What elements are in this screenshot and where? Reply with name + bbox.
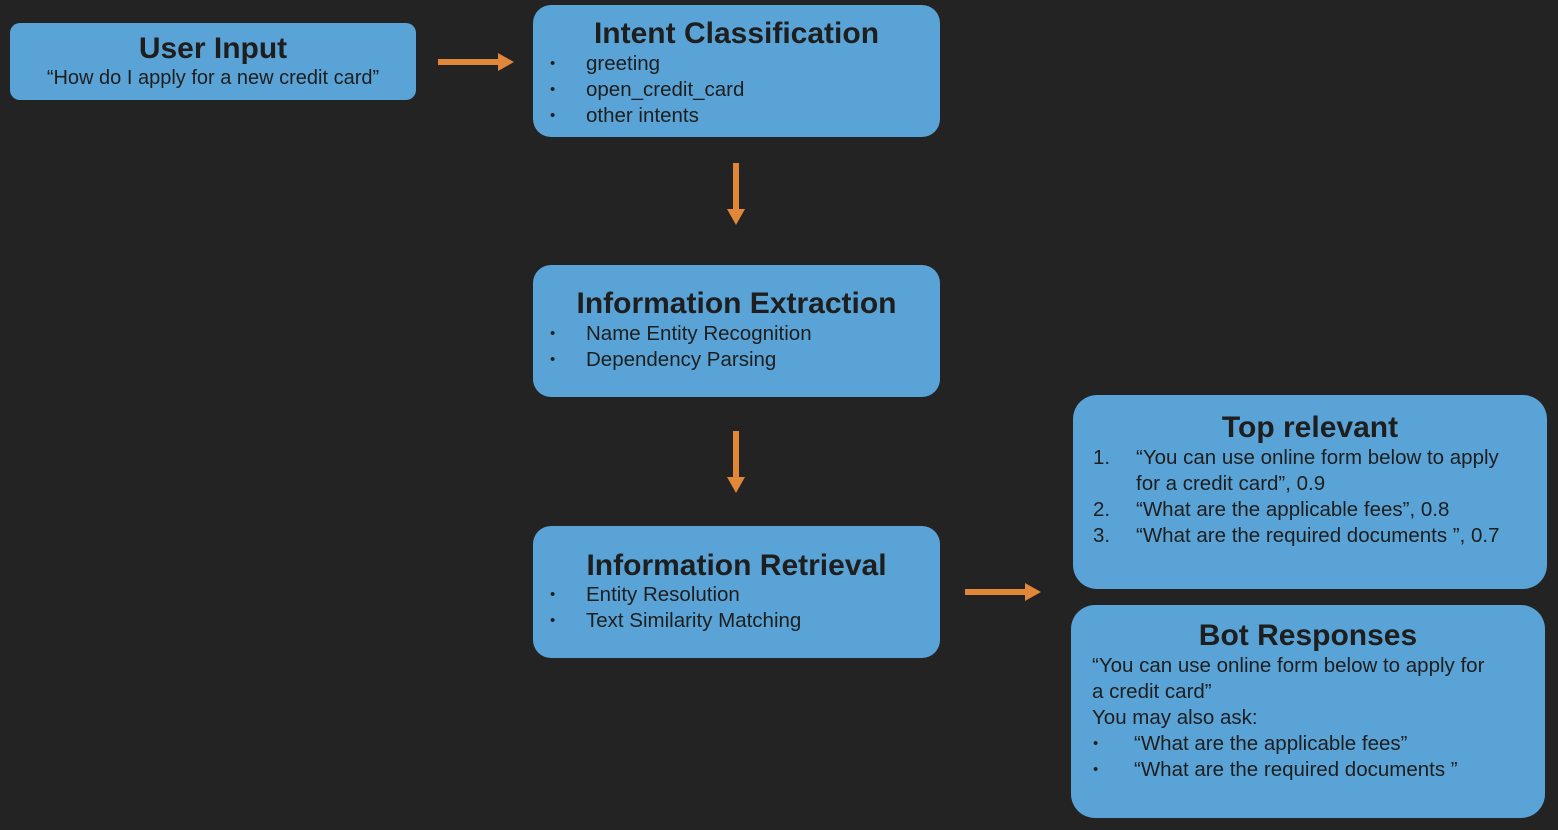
suggestion-item-label: “What are the required documents ” [1134, 758, 1458, 781]
bot-response-text: a credit card” [1092, 680, 1212, 703]
extraction-list: • Name Entity Recognition • Dependency Par… [533, 321, 940, 373]
bullet-icon: • [550, 107, 556, 124]
list-item: • Dependency Parsing [533, 347, 940, 373]
information-extraction-box: Information Extraction • Name Entity Reco… [533, 265, 940, 397]
list-item: 3. “What are the required documents ”, 0… [1073, 523, 1547, 549]
arrow-down-icon [727, 431, 745, 493]
top-relevant-item-text: “You can use online form below to apply [1136, 446, 1499, 469]
bullet-icon: • [1093, 761, 1099, 778]
extraction-item-label: Name Entity Recognition [586, 322, 812, 345]
bullet-icon: • [550, 55, 556, 72]
arrow-down-icon [727, 163, 745, 225]
top-relevant-box: Top relevant 1. “You can use online form… [1073, 395, 1547, 589]
list-item: • Entity Resolution [533, 582, 940, 608]
list-item: • greeting [533, 51, 940, 77]
list-item: 2. “What are the applicable fees”, 0.8 [1073, 497, 1547, 523]
bot-responses-title: Bot Responses [1198, 619, 1418, 652]
list-item: 1. “You can use online form below to app… [1073, 445, 1547, 497]
bot-responses-box: Bot Responses “You can use online form b… [1071, 605, 1545, 818]
list-item: • “What are the applicable fees” [1075, 731, 1545, 757]
retrieval-item-label: Entity Resolution [586, 583, 740, 606]
arrow-right-icon [438, 53, 514, 71]
list-number: 3. [1093, 524, 1111, 547]
intent-list: • greeting • open_credit_card • other inten… [533, 51, 940, 129]
extraction-item-label: Dependency Parsing [586, 348, 777, 371]
suggestion-item-label: “What are the applicable fees” [1134, 732, 1408, 755]
list-item: • “What are the required documents ” [1075, 757, 1545, 783]
bullet-icon: • [550, 612, 556, 629]
intent-classification-box: Intent Classification • greeting • open_cr… [533, 5, 940, 137]
intent-classification-title: Intent Classification [593, 17, 880, 50]
top-relevant-item-text: for a credit card”, 0.9 [1136, 472, 1326, 495]
information-extraction-title: Information Extraction [576, 287, 897, 320]
information-retrieval-title: Information Retrieval [586, 549, 887, 582]
bot-response-prompt: You may also ask: [1092, 706, 1258, 729]
list-number: 1. [1093, 446, 1111, 469]
user-input-title: User Input [138, 32, 288, 65]
intent-item-label: other intents [586, 104, 699, 127]
list-item: • Text Similarity Matching [533, 608, 940, 634]
intent-item-label: open_credit_card [586, 78, 745, 101]
information-retrieval-box: Information Retrieval • Entity Resolution… [533, 526, 940, 658]
bullet-icon: • [550, 81, 556, 98]
intent-item-label: greeting [586, 52, 661, 75]
bot-response-text: “You can use online form below to apply … [1092, 654, 1485, 677]
bullet-icon: • [550, 325, 556, 342]
retrieval-item-label: Text Similarity Matching [586, 609, 802, 632]
top-relevant-item-text: “What are the applicable fees”, 0.8 [1136, 498, 1450, 521]
top-relevant-item-text: “What are the required documents ”, 0.7 [1136, 524, 1500, 547]
top-relevant-list: 1. “You can use online form below to app… [1073, 445, 1547, 549]
user-input-box: User Input “How do I apply for a new cre… [10, 23, 416, 100]
list-number: 2. [1093, 498, 1111, 521]
top-relevant-title: Top relevant [1221, 411, 1399, 444]
arrow-right-icon [965, 583, 1041, 601]
user-input-text: “How do I apply for a new credit card” [46, 67, 380, 89]
list-item: • open_credit_card [533, 77, 940, 103]
list-item: • Name Entity Recognition [533, 321, 940, 347]
list-item: • other intents [533, 103, 940, 129]
bullet-icon: • [550, 351, 556, 368]
suggestion-list: • “What are the applicable fees” • “What a… [1071, 731, 1545, 783]
retrieval-list: • Entity Resolution • Text Similarity Matc… [533, 582, 940, 634]
bullet-icon: • [1093, 735, 1099, 752]
bullet-icon: • [550, 586, 556, 603]
